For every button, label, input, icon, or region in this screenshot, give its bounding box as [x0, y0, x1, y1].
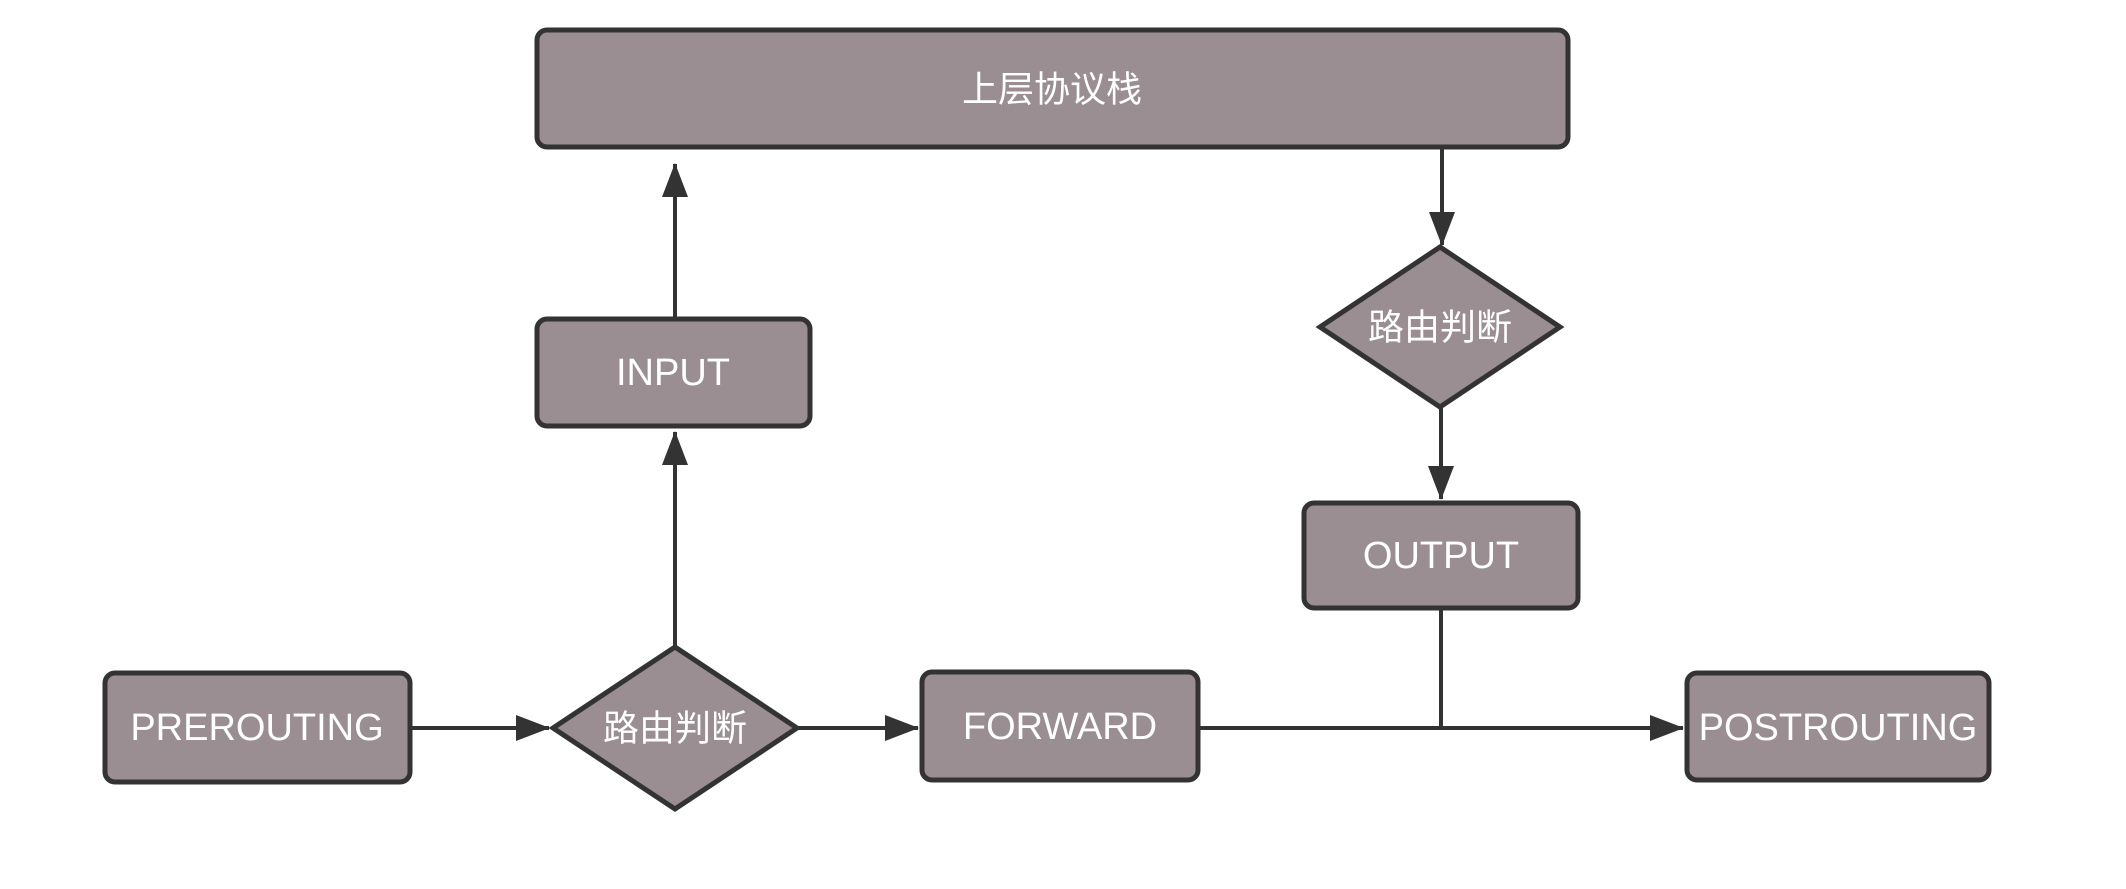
postrouting-box — [1684, 670, 1992, 783]
upper-stack-box — [534, 27, 1571, 150]
postrouting-label: POSTROUTING — [1699, 707, 1978, 749]
forward-label: FORWARD — [963, 706, 1157, 748]
route-decision-right-diamond — [1315, 243, 1565, 411]
route-decision-right-label: 路由判断 — [1368, 307, 1512, 348]
edge-layer — [410, 147, 1684, 741]
route-decision-left-diamond — [548, 643, 802, 813]
node-layer: 上层协议栈 INPUT 路由判断 路由判断 OUTPUT PREROUTING — [102, 27, 1992, 813]
route-decision-left-label: 路由判断 — [603, 708, 747, 749]
input-label: INPUT — [616, 352, 730, 394]
node-forward: FORWARD — [919, 669, 1201, 783]
node-postrouting: POSTROUTING — [1684, 670, 1992, 783]
node-route-decision-right: 路由判断 — [1315, 243, 1565, 411]
output-label: OUTPUT — [1363, 535, 1519, 577]
input-box — [534, 316, 813, 429]
node-input: INPUT — [534, 316, 813, 429]
node-output: OUTPUT — [1301, 500, 1581, 611]
prerouting-label: PREROUTING — [130, 707, 383, 749]
node-route-decision-left: 路由判断 — [548, 643, 802, 813]
prerouting-box — [102, 670, 413, 785]
node-prerouting: PREROUTING — [102, 670, 413, 785]
forward-box — [919, 669, 1201, 783]
node-upper-stack: 上层协议栈 — [534, 27, 1571, 150]
output-box — [1301, 500, 1581, 611]
upper-stack-label: 上层协议栈 — [962, 69, 1142, 110]
